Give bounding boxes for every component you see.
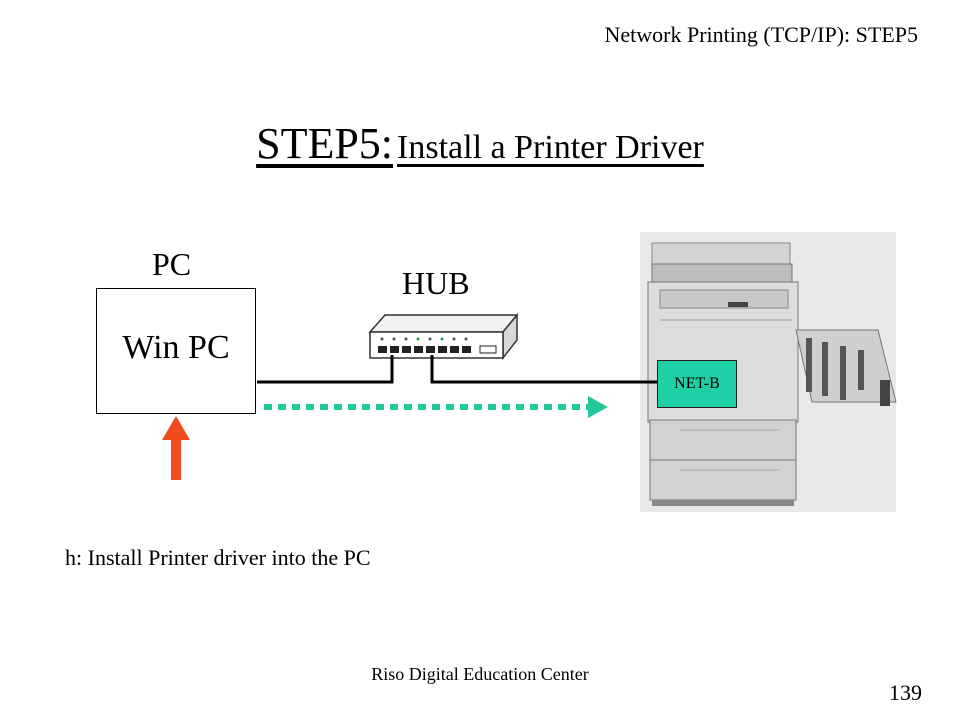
data-flow-arrow-head (588, 396, 608, 418)
install-arrow-head (162, 416, 190, 440)
net-b-label: NET-B (674, 375, 720, 392)
cable-pc-to-hub (257, 355, 394, 384)
win-pc-label: Win PC (122, 329, 230, 366)
hub-label: HUB (402, 265, 470, 301)
slide-title: STEP5: Install a Printer Driver (0, 118, 960, 169)
page-number: 139 (889, 680, 922, 705)
footer-organization: Riso Digital Education Center (371, 664, 589, 684)
header-title: Network Printing (TCP/IP): STEP5 (604, 22, 918, 47)
step-caption: h: Install Printer driver into the PC (65, 545, 371, 570)
cable-hub-to-printer (430, 355, 657, 384)
slide-title-sub: Install a Printer Driver (397, 129, 704, 166)
pc-label: PC (152, 246, 192, 282)
win-pc-box: Win PC (96, 288, 256, 414)
slide-title-main: STEP5: (256, 119, 394, 168)
net-b-module: NET-B (657, 360, 737, 408)
install-arrow-shaft (171, 436, 181, 480)
printer-image (640, 232, 897, 512)
hub-device (368, 312, 519, 361)
